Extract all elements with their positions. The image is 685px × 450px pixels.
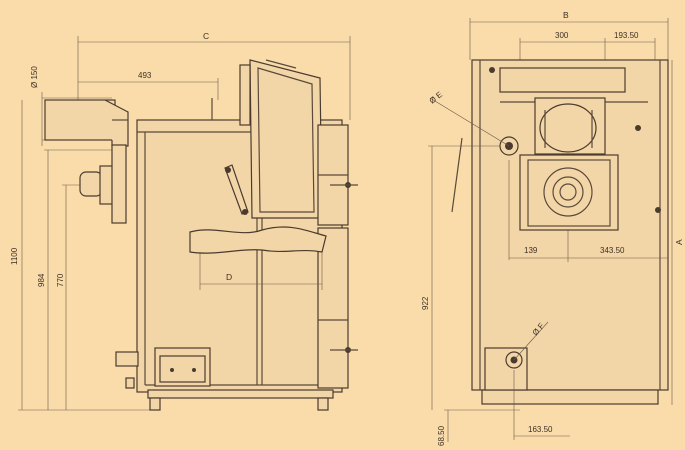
dimension-1100: 1100 bbox=[10, 100, 150, 411]
dim-c-label: C bbox=[203, 31, 209, 41]
dimension-b: B bbox=[469, 10, 669, 60]
dimension-493: 493 bbox=[78, 71, 219, 100]
dimension-984: 984 bbox=[37, 149, 112, 410]
dim-dia150-label: Ø 150 bbox=[30, 66, 39, 88]
dimension-139: 139 343.50 bbox=[508, 160, 668, 262]
dim-770-label: 770 bbox=[56, 273, 65, 287]
dim-1100-label: 1100 bbox=[10, 247, 19, 265]
drain-stub bbox=[115, 351, 139, 389]
front-door bbox=[317, 124, 358, 389]
dim-493-label: 493 bbox=[138, 71, 152, 80]
lever-handle bbox=[211, 98, 249, 215]
burner-flange bbox=[519, 154, 619, 231]
dia-e-label: Ø E bbox=[428, 90, 444, 106]
side-view: C 493 Ø 150 1100 984 bbox=[10, 31, 358, 411]
dimension-922: 922 bbox=[421, 145, 500, 410]
connection-f: Ø F bbox=[484, 321, 549, 391]
dim-984-label: 984 bbox=[37, 273, 46, 287]
hopper-lid bbox=[239, 59, 323, 219]
dim-163-label: 163.50 bbox=[528, 425, 553, 434]
dimension-c: C bbox=[77, 31, 351, 120]
dim-193-label: 193.50 bbox=[614, 31, 639, 40]
dimension-770: 770 bbox=[56, 184, 100, 410]
dim-a-label: A bbox=[674, 239, 684, 245]
dim-d-label: D bbox=[226, 272, 232, 282]
dimension-a: A bbox=[671, 60, 684, 405]
rear-view: B 300 193.50 bbox=[421, 10, 684, 446]
ash-door bbox=[154, 347, 211, 387]
dim-300-label: 300 bbox=[555, 31, 569, 40]
dimension-163: 163.50 68.50 bbox=[437, 370, 570, 446]
flue-outlet bbox=[534, 97, 606, 155]
dim-343-label: 343.50 bbox=[600, 246, 625, 255]
burner-nozzle bbox=[79, 144, 127, 224]
rear-fittings bbox=[451, 67, 661, 213]
dim-922-label: 922 bbox=[421, 296, 430, 310]
grate-shelf: D bbox=[189, 226, 327, 290]
dim-b-label: B bbox=[563, 10, 569, 20]
flue-pipe bbox=[44, 99, 129, 147]
dim-68-label: 68.50 bbox=[437, 425, 446, 446]
dim-139-label: 139 bbox=[524, 246, 538, 255]
